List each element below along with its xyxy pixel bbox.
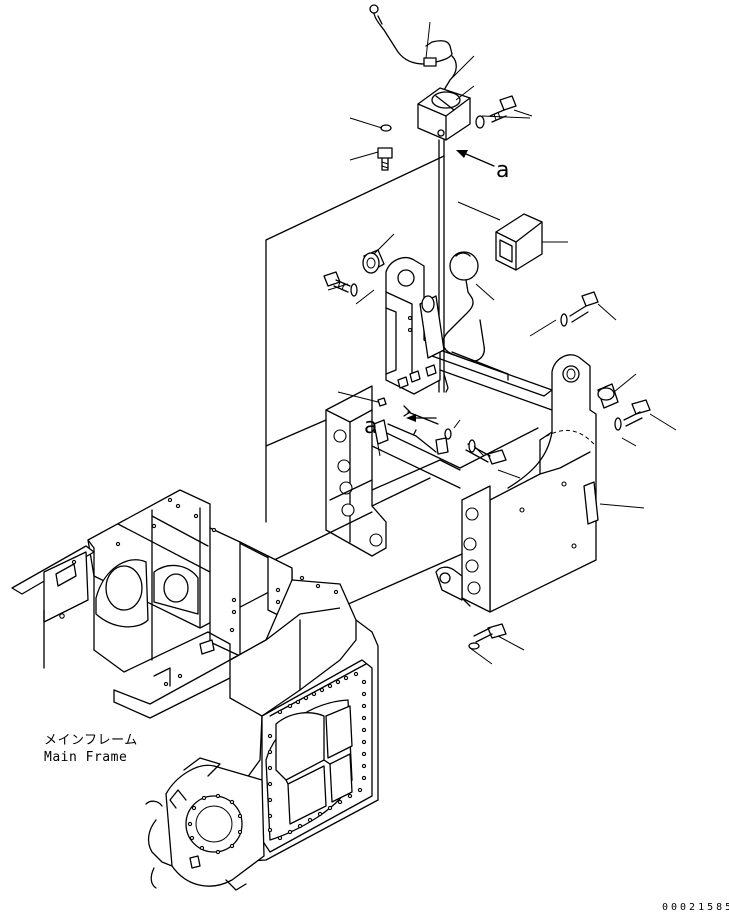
view-reference-a-top: a [496,158,510,183]
main-frame [11,489,379,891]
view-reference-a-mid: a [364,414,378,439]
bracket-bolt-left [323,271,358,297]
view-arrows [406,150,495,422]
bracket-mount-bolts [435,291,651,650]
bushing-left [362,249,385,274]
bolt-holes [333,315,577,595]
lamp [442,251,485,393]
switch-bracket-bolt [475,95,517,129]
wire-harness [369,4,457,111]
switch-mount-bolt [377,124,393,171]
cable-clip [373,397,439,453]
phantom-lines [539,429,597,447]
drawing-number: 00021585 [662,902,729,913]
main-frame-label-en: Main Frame [44,750,128,765]
main-frame-label-jp: メインフレーム [44,733,138,748]
relay-box [495,213,543,271]
leader-lines [327,21,677,665]
support-bracket [325,257,599,613]
